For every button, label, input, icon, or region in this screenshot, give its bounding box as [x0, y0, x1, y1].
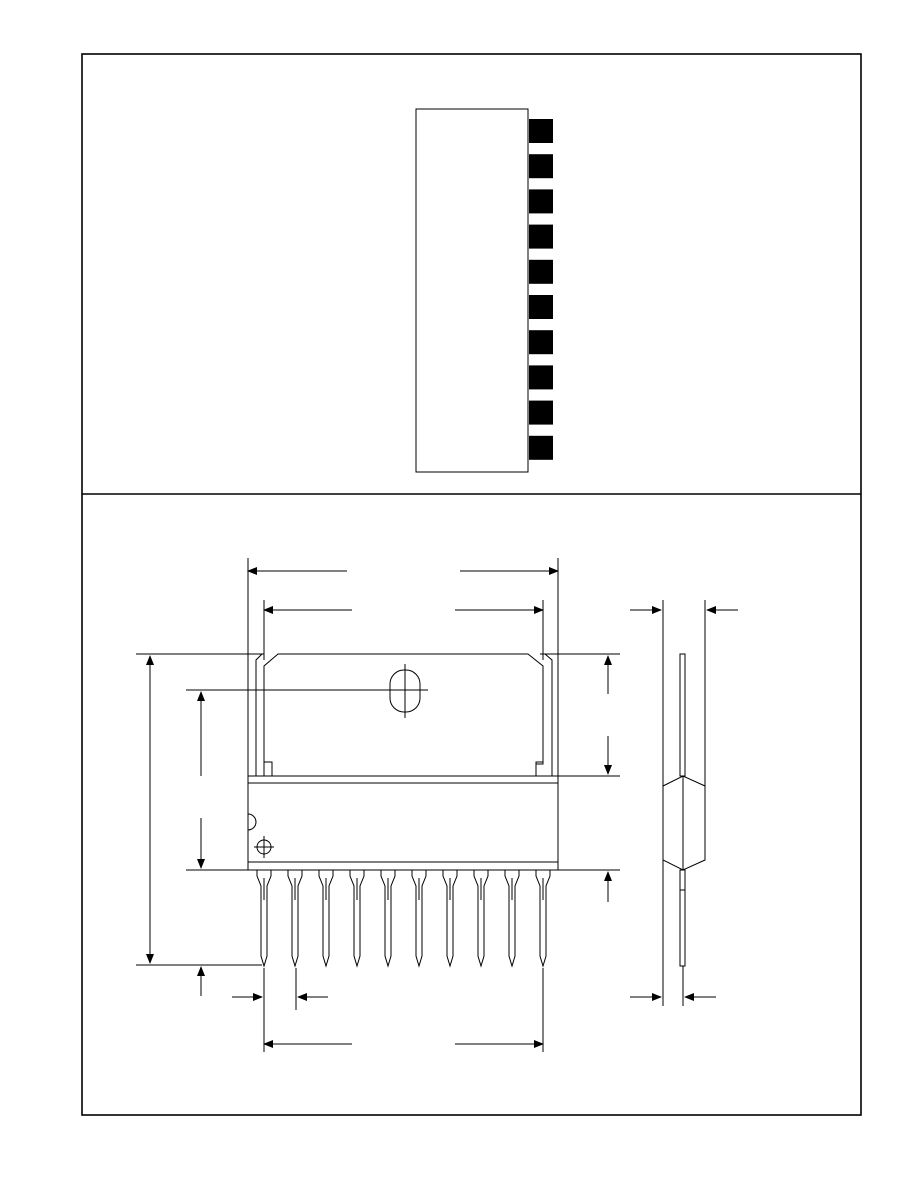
pin-pad [529, 330, 553, 355]
front-notch [247, 813, 257, 831]
top-panel [415, 108, 553, 473]
pin-pad [529, 435, 553, 460]
pin-pads [529, 119, 553, 460]
leads [256, 870, 551, 968]
lead [349, 870, 365, 968]
side-body [662, 775, 706, 871]
front-view [136, 558, 620, 1052]
pin-pad [529, 295, 553, 319]
lead [473, 870, 489, 968]
lead [535, 870, 551, 968]
front-body [247, 775, 559, 871]
outer-frame [81, 53, 862, 1116]
lead [318, 870, 334, 968]
pin-pad [529, 224, 553, 249]
pin-pad [529, 400, 553, 425]
pin-pad [529, 119, 553, 143]
package-body-outline [415, 108, 529, 473]
lead [287, 870, 303, 968]
heatsink-tab [247, 568, 559, 776]
lead [411, 870, 427, 968]
lead [380, 870, 396, 968]
side-view [630, 600, 738, 1006]
lead [504, 870, 520, 968]
lead [256, 870, 272, 968]
pin-pad [529, 365, 553, 390]
pin-pad [529, 259, 553, 284]
lead [442, 870, 458, 968]
pin-pad [529, 154, 553, 179]
pin-pad [529, 189, 553, 214]
heatsink-outline [247, 654, 559, 776]
side-tab [679, 653, 686, 777]
side-lead [679, 869, 686, 967]
